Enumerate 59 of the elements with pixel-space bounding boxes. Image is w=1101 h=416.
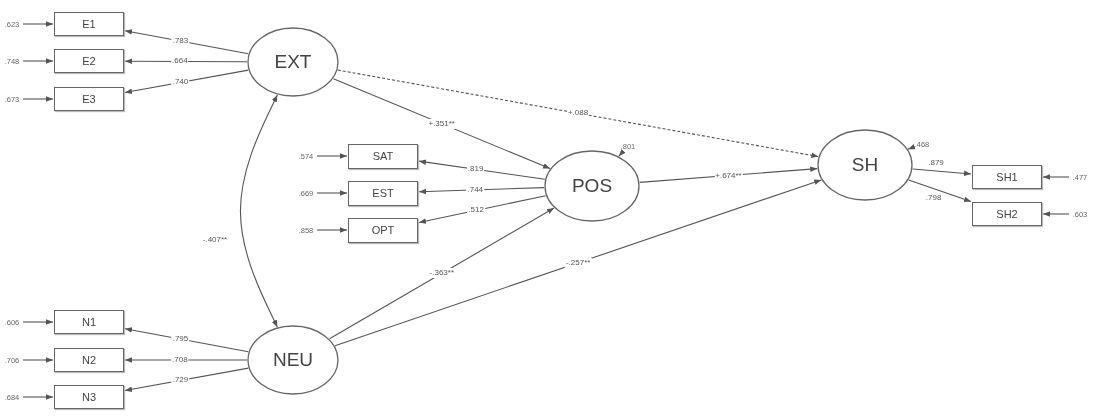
edge-label: -.257** (564, 257, 592, 268)
edge-label: .783 (171, 36, 190, 47)
arrow (618, 149, 626, 157)
arrow (1042, 174, 1070, 180)
edge-label: .795 (171, 334, 190, 345)
arrow (22, 58, 54, 64)
arrow (908, 179, 972, 203)
indicator-box: SH2 (972, 202, 1042, 226)
correlation-arrow (239, 94, 278, 328)
edge-label: +.088 (566, 108, 590, 119)
arrow (907, 144, 916, 150)
edge-label: .729 (171, 375, 190, 386)
arrow (124, 58, 248, 64)
edge-label: .512 (467, 205, 485, 216)
arrow (124, 29, 249, 55)
edge-label: .879 (927, 158, 945, 168)
arrow (124, 367, 249, 392)
arrow (22, 319, 54, 325)
indicator-box: E3 (54, 87, 124, 111)
arrow (418, 187, 545, 195)
indicator-box: OPT (348, 217, 418, 243)
arrow (22, 21, 54, 27)
arrow (1042, 211, 1070, 217)
edge-label: .708 (171, 355, 189, 365)
arrow (316, 190, 348, 196)
indicator-box: E2 (54, 49, 124, 73)
arrow (316, 227, 348, 233)
arrow (124, 357, 248, 363)
arrow (22, 394, 54, 400)
arrow (418, 195, 547, 224)
edge-label: +.351** (427, 118, 456, 129)
edge-label: +.674** (714, 170, 743, 181)
arrow (124, 69, 249, 94)
indicator-box: EST (348, 180, 418, 206)
indicator-box: SH1 (972, 165, 1042, 189)
latent-ellipse: NEU (247, 325, 339, 395)
arrow (316, 153, 348, 159)
arrow (329, 207, 555, 340)
arrow (418, 159, 546, 180)
latent-ellipse: SH (817, 129, 913, 201)
arrow (124, 327, 249, 353)
latent-ellipse: EXT (247, 27, 339, 97)
edge-label: -.363** (428, 268, 456, 279)
arrow (337, 69, 819, 159)
arrow (334, 179, 822, 347)
indicator-box: N3 (54, 385, 124, 409)
indicator-box: N2 (54, 348, 124, 372)
edge-label: -.407** (201, 235, 229, 245)
arrow (22, 357, 54, 363)
edge-label: .740 (171, 77, 190, 88)
arrow (22, 96, 54, 102)
arrow (912, 168, 972, 177)
indicator-box: E1 (54, 12, 124, 36)
edge-label: .798 (924, 192, 943, 203)
arrow (332, 78, 551, 170)
edge-label: .744 (466, 184, 485, 195)
latent-ellipse: POS (544, 150, 640, 222)
indicator-box: N1 (54, 310, 124, 334)
indicator-box: SAT (348, 143, 418, 169)
